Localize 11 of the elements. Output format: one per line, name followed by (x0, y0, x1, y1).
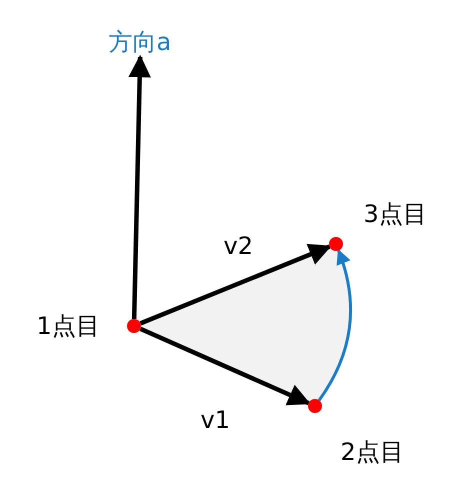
arrow (128, 54, 151, 320)
point-label: 1点目 (36, 314, 100, 338)
arrow (140, 244, 332, 326)
point-dot (127, 319, 141, 333)
point-label: 2点目 (340, 440, 404, 464)
direction-label: 方向a (108, 30, 172, 54)
point-dot (308, 399, 322, 413)
point-label: 3点目 (364, 202, 427, 226)
point-dot (329, 237, 343, 251)
arrow (140, 326, 311, 406)
arrow (318, 249, 352, 402)
